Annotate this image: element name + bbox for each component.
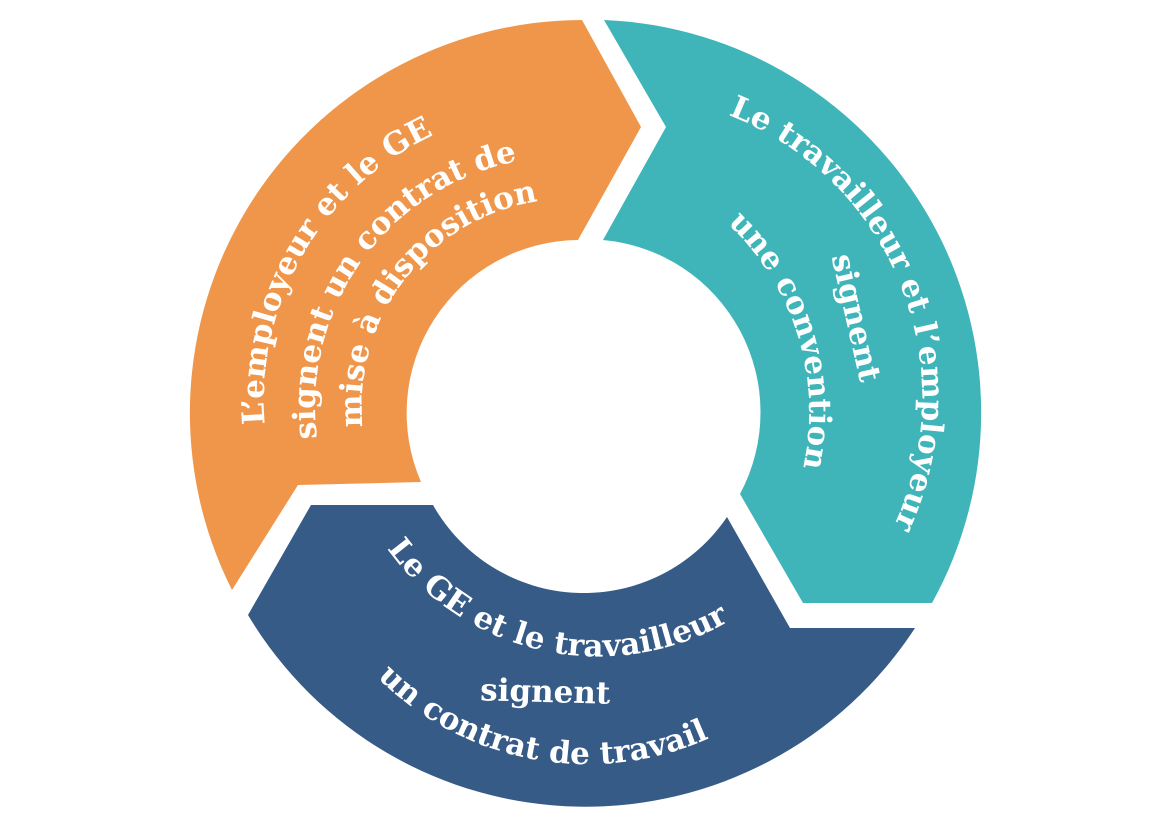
segment-employer-ge-shape [189, 20, 641, 590]
segment-worker-employer-shape [603, 20, 982, 603]
segment-ge-worker-line-2: signent [480, 672, 612, 711]
segment-ge-worker-shape [248, 505, 915, 807]
segment-worker-employer: Le travailleur et l’employeur signent un… [603, 20, 982, 603]
